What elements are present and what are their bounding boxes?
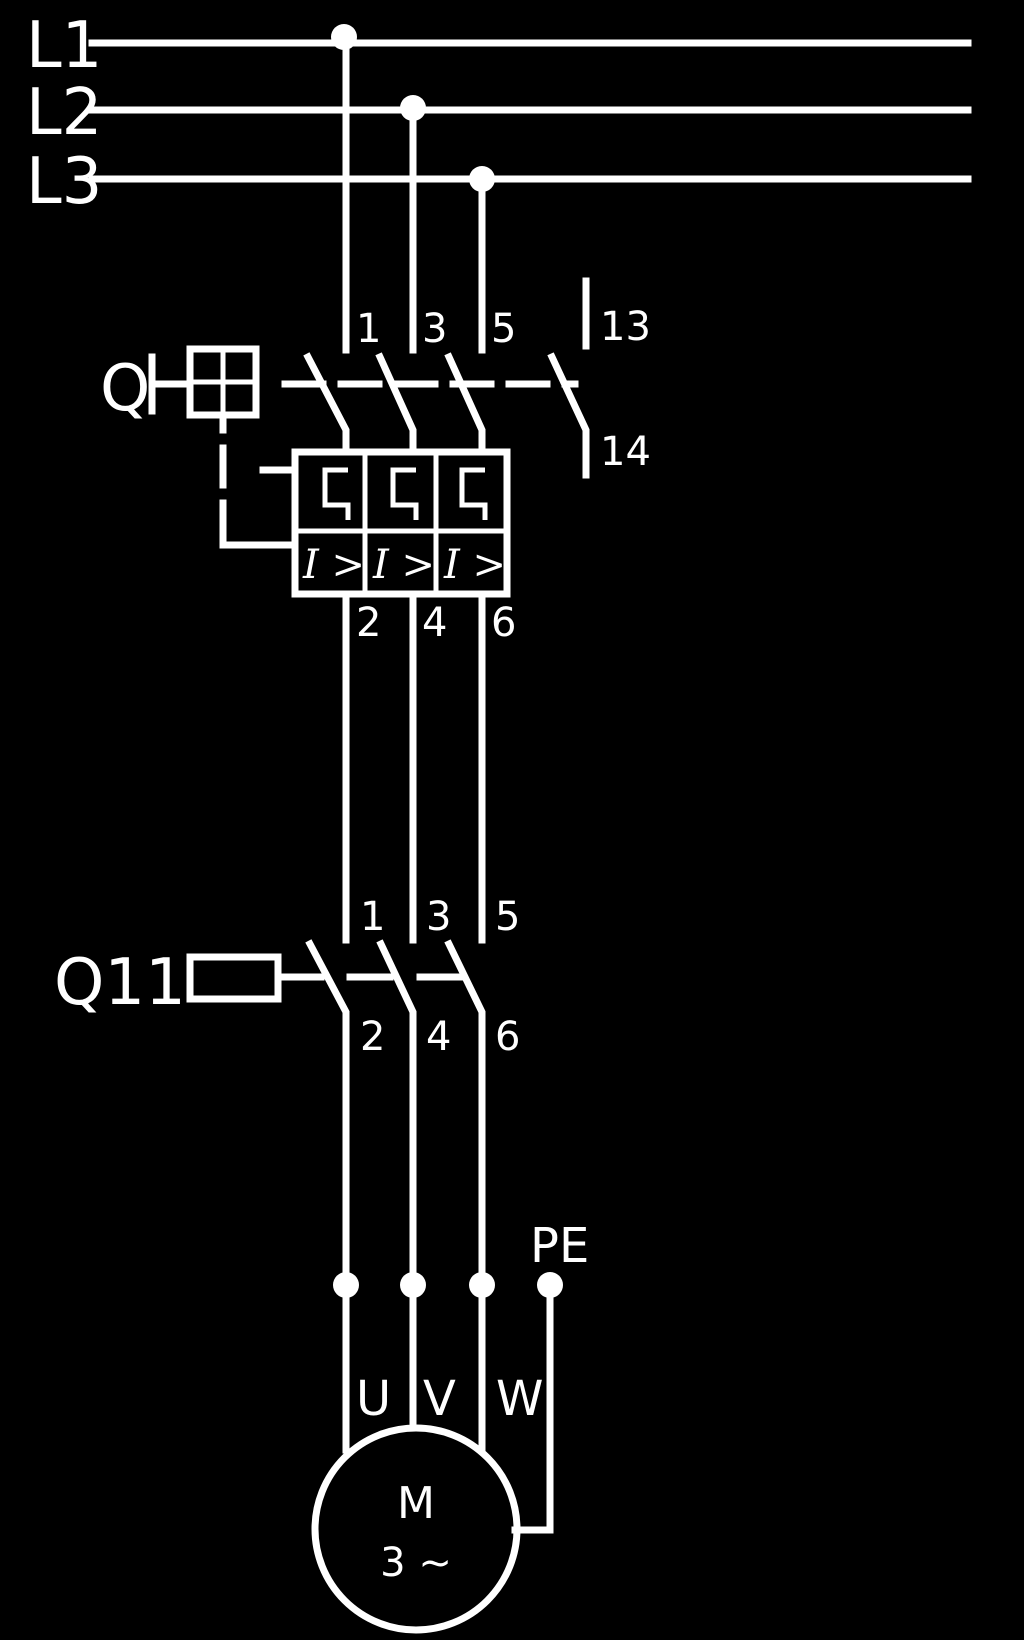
- supply-buses: L1 L2 L3: [26, 9, 972, 219]
- trip-symbol-1: I >: [302, 542, 365, 588]
- contactor-contact-1: [305, 939, 350, 1034]
- contactor-contact-2: [376, 939, 417, 1034]
- pe-label: PE: [530, 1218, 589, 1274]
- contactor-terminal-6: 6: [495, 1014, 520, 1060]
- breaker-terminal-1: 1: [356, 306, 381, 352]
- wires-to-contactor: [342, 590, 486, 944]
- breaker-contact-2: [375, 352, 417, 454]
- contactor-terminal-4: 4: [426, 1014, 451, 1060]
- label-l3: L3: [26, 145, 102, 219]
- breaker-terminal-4: 4: [422, 600, 447, 646]
- winding-v-label: V: [423, 1371, 456, 1427]
- pe-wire: [511, 1281, 554, 1534]
- breaker-terminal-2: 2: [356, 600, 381, 646]
- label-l2: L2: [26, 76, 102, 150]
- contactor-terminal-2: 2: [360, 1014, 385, 1060]
- motor-label: M: [397, 1478, 435, 1529]
- aux-terminal-13: 13: [600, 304, 651, 350]
- motor-symbol: [311, 1424, 521, 1634]
- protection-block: I > I > I >: [291, 448, 511, 598]
- contactor-coil-icon: [186, 953, 282, 1003]
- breaker-label: Q: [100, 352, 150, 426]
- aux-terminal-14: 14: [600, 429, 651, 475]
- terminal-w-dot: [469, 1272, 495, 1298]
- breaker-terminal-6: 6: [491, 600, 516, 646]
- breaker-terminal-5: 5: [491, 306, 516, 352]
- motor-phase-label: 3 ~: [380, 1540, 452, 1586]
- label-l1: L1: [26, 9, 102, 83]
- contactor-terminal-5: 5: [495, 894, 520, 940]
- trip-symbol-3: I >: [443, 542, 506, 588]
- contactor-q11: 1 3 5 Q11 2 4 6: [54, 894, 520, 1060]
- contactor-contact-3: [444, 939, 486, 1034]
- breaker-q: 1 3 5 Q 13 14 I >: [100, 277, 651, 646]
- contactor-terminal-1: 1: [360, 894, 385, 940]
- motor-feed: PE U V W: [333, 1026, 589, 1534]
- winding-u-label: U: [356, 1371, 391, 1427]
- contactor-terminal-3: 3: [426, 894, 451, 940]
- trip-symbol-2: I >: [372, 542, 435, 588]
- phase-drops: [342, 33, 486, 354]
- winding-w-label: W: [496, 1371, 543, 1427]
- terminal-u-dot: [333, 1272, 359, 1298]
- terminal-v-dot: [400, 1272, 426, 1298]
- aux-contact-blade: [547, 352, 590, 479]
- breaker-terminal-3: 3: [422, 306, 447, 352]
- motor: M 3 ~: [311, 1424, 521, 1634]
- contactor-label: Q11: [54, 946, 186, 1020]
